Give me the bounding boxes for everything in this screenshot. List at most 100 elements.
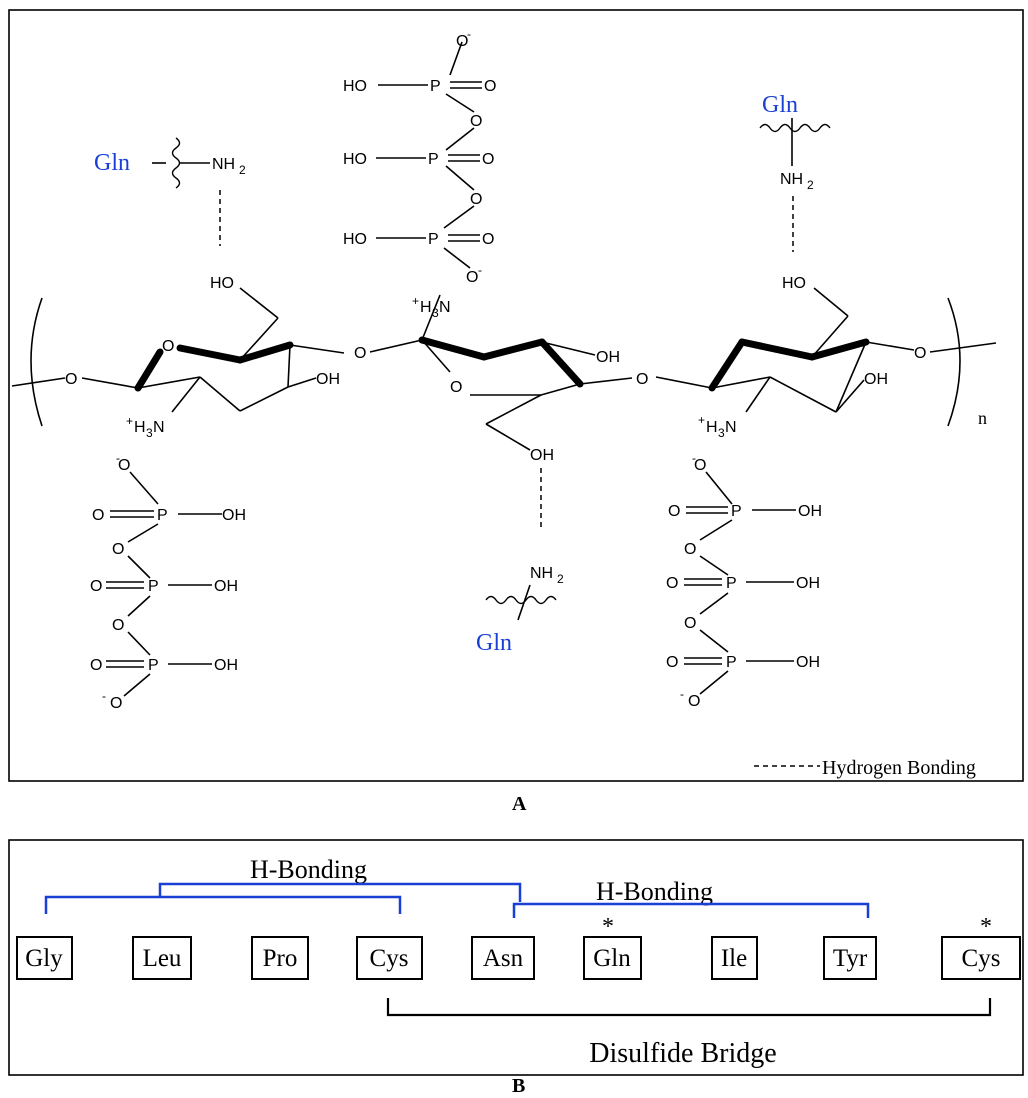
ammonium-n: N xyxy=(153,419,165,436)
glucosamine-ring-2 xyxy=(369,294,633,530)
residue-box xyxy=(711,936,758,980)
glutamine-top-left: Gln NH 2 xyxy=(94,137,246,246)
phosphorus-atom: P xyxy=(726,575,737,592)
residue-label: Leu xyxy=(143,945,182,972)
bond xyxy=(289,344,345,354)
residue-box-cys: Cys xyxy=(356,936,423,980)
residue-box xyxy=(251,936,309,980)
bond xyxy=(699,629,729,653)
phosphate-oxygen: O xyxy=(666,575,678,592)
bold-bond xyxy=(708,338,746,392)
minus-sign: - xyxy=(680,687,684,701)
bold-bond xyxy=(480,338,546,361)
phosphorus-atom: P xyxy=(731,503,742,520)
bond xyxy=(239,386,289,412)
bond xyxy=(699,555,729,576)
bond xyxy=(129,471,159,505)
residue-box-gly: Gly xyxy=(16,936,73,980)
glutamine-top-right: Gln NH 2 xyxy=(759,92,831,252)
phosphate-oxygen: O xyxy=(90,657,102,674)
residue-label: Ile xyxy=(721,945,747,972)
residue-box-cys-terminal: * Cys xyxy=(941,914,1021,980)
hydroxyl-label: OH xyxy=(316,371,340,388)
bond xyxy=(199,376,241,412)
bond xyxy=(127,555,151,579)
hydroxyl-label: OH xyxy=(596,349,620,366)
panel-a: n xyxy=(8,9,1024,782)
glucosamine-ring-3 xyxy=(655,287,915,413)
residue-box-ile: Ile xyxy=(711,936,758,980)
polymer-bracket-right xyxy=(947,297,961,427)
hydroxyl-label: OH xyxy=(530,447,554,464)
subscript-3: 3 xyxy=(718,426,725,440)
residue-label: Tyr xyxy=(833,945,868,972)
legend-label: Hydrogen Bonding xyxy=(822,757,976,779)
minus-sign: - xyxy=(692,451,696,465)
bond xyxy=(485,394,542,425)
bond xyxy=(443,247,471,269)
panel-b-frame xyxy=(8,839,1024,1076)
bond xyxy=(421,339,451,373)
phosphate-oxygen: O xyxy=(90,578,102,595)
minus-sign: - xyxy=(467,27,471,41)
hydroxyl-label: OH xyxy=(864,371,888,388)
ammonium-n: N xyxy=(725,419,737,436)
bond xyxy=(443,205,475,229)
hydroxyl-left-label: HO xyxy=(782,275,806,292)
bond xyxy=(811,315,849,358)
phosphate-oxygen: O xyxy=(466,269,478,286)
bond xyxy=(137,376,201,389)
bridging-oxygen: O xyxy=(684,615,696,632)
bond xyxy=(123,673,151,697)
repeat-index: n xyxy=(978,408,987,428)
residue-box xyxy=(132,936,192,980)
triphosphate-bottom-left: O - O P OH O O P OH O O P OH O - xyxy=(90,451,246,712)
residue-box xyxy=(16,936,73,980)
bond xyxy=(540,383,581,396)
h-bond-bracket-left xyxy=(44,895,402,914)
disulfide-bridge-bracket xyxy=(386,998,992,1017)
bond xyxy=(239,287,279,319)
bond xyxy=(813,287,849,317)
phosphorus-atom: P xyxy=(428,151,439,168)
bond xyxy=(579,377,633,385)
residue-box xyxy=(471,936,535,980)
residue-box xyxy=(941,936,1021,980)
subscript-2: 2 xyxy=(557,572,564,586)
hydroxyl-label: OH xyxy=(796,654,820,671)
ammonium-h: H xyxy=(706,419,718,436)
residue-box-asn: Asn xyxy=(471,936,535,980)
bond xyxy=(445,165,475,191)
bond xyxy=(11,377,66,387)
phosphate-oxygen: O xyxy=(688,693,700,710)
bond xyxy=(127,523,159,543)
subscript-2: 2 xyxy=(807,178,814,192)
bond xyxy=(835,379,865,413)
phosphorus-atom: P xyxy=(148,578,159,595)
bold-bond xyxy=(176,344,244,364)
glycosidic-oxygen: O xyxy=(636,371,648,388)
residue-label: Asn xyxy=(483,945,524,972)
subscript-3: 3 xyxy=(432,306,439,320)
panel-label-a: A xyxy=(512,793,527,815)
asterisk-marker: * xyxy=(980,914,992,940)
bond xyxy=(655,376,713,389)
hydroxyl-label: OH xyxy=(214,657,238,674)
glucosamine-ring-1 xyxy=(81,287,345,413)
bridging-oxygen: O xyxy=(470,113,482,130)
phosphate-oxygen: O xyxy=(482,231,494,248)
bond xyxy=(929,342,997,353)
bridging-oxygen: O xyxy=(112,617,124,634)
residue-box xyxy=(583,936,642,980)
residue-box-leu: Leu xyxy=(132,936,192,980)
bond xyxy=(239,317,279,361)
minus-sign: - xyxy=(102,689,106,703)
bold-bond xyxy=(808,338,870,361)
bond xyxy=(369,339,423,353)
h-bond-bracket-right xyxy=(512,902,870,918)
oxygen-atom: O xyxy=(65,371,77,388)
ammonium-h: H xyxy=(134,419,146,436)
wavy-bond xyxy=(485,595,557,605)
gln-label: Gln xyxy=(476,630,512,656)
bond xyxy=(287,344,291,388)
